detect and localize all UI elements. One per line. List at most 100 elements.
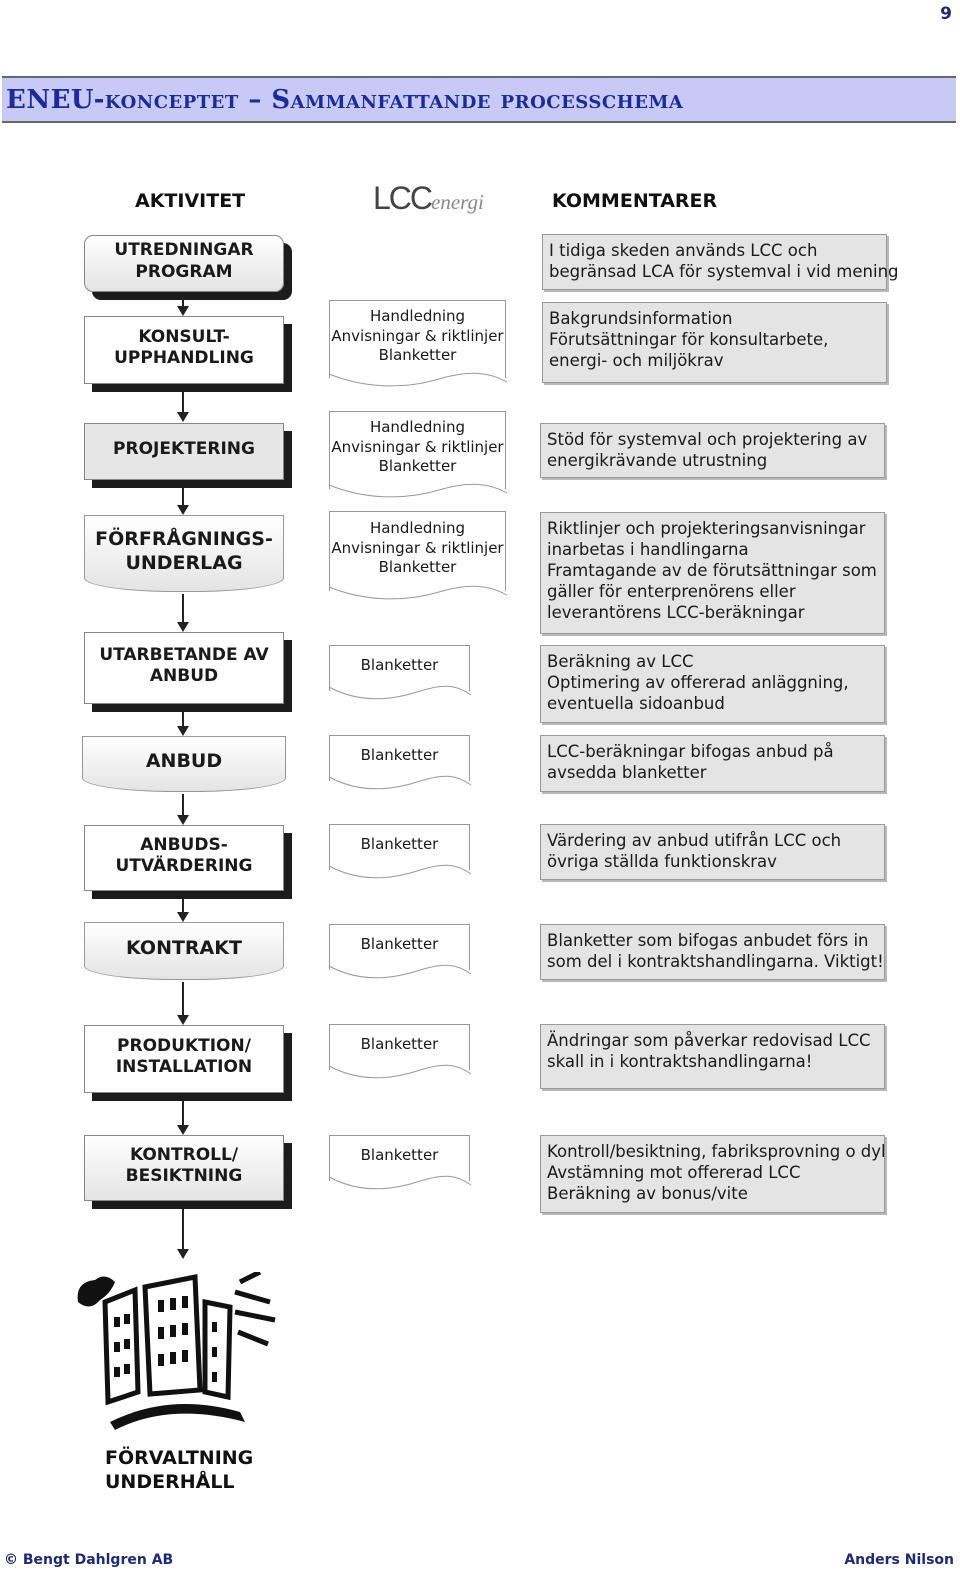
comment-line: I tidiga skeden används LCC och	[549, 241, 818, 260]
footer-copyright: © Bengt Dahlgren AB	[4, 1552, 174, 1568]
activity-label: PROJEKTERING	[113, 438, 255, 459]
activity-box-forfragningsunderlag: FÖRFRÅGNINGS- UNDERLAG	[84, 515, 284, 592]
comment-line: Optimering av offererad anläggning,	[547, 673, 849, 693]
comment-line: avsedda blanketter	[547, 763, 707, 783]
doc-wave	[328, 864, 472, 879]
comment-line: eventuella sidoanbud	[547, 694, 725, 714]
document-blanketter-6: Blanketter	[328, 1135, 472, 1190]
comment-box-produktion: Ändringar som påverkar redovisad LCC ska…	[540, 1024, 885, 1089]
activity-label: ANBUDS- UTVÄRDERING	[115, 834, 253, 876]
doc-line: Anvisningar & riktlinjer	[331, 326, 504, 345]
comment-box-utarbetande: Beräkning av LCC Optimering av offererad…	[540, 645, 885, 723]
doc-wave	[328, 964, 472, 979]
doc-line: Anvisningar & riktlinjer	[331, 538, 504, 557]
doc-wave	[328, 1064, 472, 1079]
doc-wave	[328, 483, 508, 498]
comment-box-kontrakt: Blanketter som bifogas anbudet förs in s…	[540, 924, 885, 980]
comment-line: Ändringar som påverkar redovisad LCC	[547, 1031, 871, 1050]
comment-line: inarbetas i handlingarna	[547, 540, 749, 560]
doc-line: Blanketter	[378, 346, 457, 365]
doc-line: Handledning	[369, 418, 466, 437]
comment-line: Beräkning av bonus/vite	[547, 1184, 748, 1204]
comment-line: Blanketter som bifogas anbudet förs in	[547, 931, 869, 950]
flow-arrow	[177, 899, 189, 922]
activity-label: KONSULT- UPPHANDLING	[114, 326, 254, 368]
final-step-line: FÖRVALTNING	[105, 1447, 254, 1469]
doc-line: Anvisningar & riktlinjer	[331, 437, 504, 456]
flow-arrow	[177, 392, 189, 422]
logo-energi-text: energi	[431, 190, 484, 214]
footer-author: Anders Nilson	[844, 1552, 954, 1568]
doc-line: Blanketter	[360, 745, 439, 764]
activity-box-konsultupphandling: KONSULT- UPPHANDLING	[84, 316, 284, 384]
flow-arrow	[177, 297, 189, 316]
doc-line: Blanketter	[378, 558, 457, 577]
comment-line: LCC-beräkningar bifogas anbud på	[547, 742, 834, 761]
page-title: ENEU-konceptet – Sammanfattande processc…	[6, 85, 684, 115]
activity-box-kontrakt: KONTRAKT	[84, 922, 284, 980]
comment-line: Stöd för systemval och projektering av	[547, 430, 868, 449]
doc-wave	[328, 775, 472, 790]
doc-line: Handledning	[369, 519, 466, 538]
doc-line: Blanketter	[360, 934, 439, 953]
flow-arrow	[177, 794, 189, 825]
activity-label: PRODUKTION/ INSTALLATION	[115, 1035, 253, 1077]
comment-box-utredningar: I tidiga skeden används LCC och begränsa…	[542, 234, 899, 290]
flow-arrow	[177, 1209, 189, 1259]
comments-column-header: KOMMENTARER	[552, 190, 718, 212]
doc-wave	[328, 372, 508, 387]
document-blanketter-3: Blanketter	[328, 824, 472, 879]
activity-box-projektering: PROJEKTERING	[84, 423, 284, 480]
document-blanketter-1: Blanketter	[328, 645, 472, 700]
activity-box-anbudsutvardering: ANBUDS- UTVÄRDERING	[84, 825, 284, 891]
activity-box-utredningar: UTREDNINGAR PROGRAM	[84, 235, 284, 292]
comment-line: begränsad LCA för systemval i vid mening	[549, 262, 899, 282]
comment-line: energikrävande utrustning	[547, 451, 768, 471]
comment-line: gäller för enterprenörens eller	[547, 582, 796, 602]
doc-wave	[328, 685, 472, 700]
doc-line: Blanketter	[360, 834, 439, 853]
comment-line: Förutsättningar för konsultarbete,	[549, 330, 829, 350]
comment-box-anbudsutvardering: Värdering av anbud utifrån LCC och övrig…	[540, 824, 885, 880]
comment-box-projektering: Stöd för systemval och projektering av e…	[540, 423, 885, 478]
activity-label: FÖRFRÅGNINGS- UNDERLAG	[95, 527, 273, 574]
activity-column-header: AKTIVITET	[135, 190, 246, 212]
document-blanketter-4: Blanketter	[328, 924, 472, 979]
page-number: 9	[940, 4, 952, 24]
buildings-clipart-icon	[77, 1272, 276, 1430]
comment-line: Avstämning mot offererad LCC	[547, 1163, 801, 1183]
flow-arrow	[177, 712, 189, 736]
doc-line: Blanketter	[360, 1145, 439, 1164]
comment-line: leverantörens LCC-beräkningar	[547, 603, 805, 623]
document-handledning-1: Handledning Anvisningar & riktlinjer Bla…	[328, 300, 508, 387]
document-blanketter-5: Blanketter	[328, 1024, 472, 1079]
logo-lcc-text: LCC	[373, 180, 433, 216]
doc-line: Blanketter	[378, 457, 457, 476]
doc-wave	[328, 1175, 472, 1190]
comment-box-konsultupphandling: Bakgrundsinformation Förutsättningar för…	[542, 302, 887, 383]
doc-line: Blanketter	[360, 1034, 439, 1053]
flow-arrow	[177, 982, 189, 1025]
comment-line: skall in i kontraktshandlingarna!	[547, 1052, 813, 1072]
comment-line: Bakgrundsinformation	[549, 309, 733, 328]
comment-line: som del i kontraktshandlingarna. Viktigt…	[547, 952, 884, 972]
activity-box-kontroll-besiktning: KONTROLL/ BESIKTNING	[84, 1135, 284, 1201]
flow-arrow	[177, 594, 189, 632]
activity-label: ANBUD	[145, 750, 223, 773]
activity-box-anbud: ANBUD	[82, 736, 286, 792]
doc-line: Handledning	[369, 307, 466, 326]
comment-box-kontroll: Kontroll/besiktning, fabriksprovning o d…	[540, 1135, 886, 1213]
final-step-line: UNDERHÅLL	[105, 1470, 235, 1493]
final-step-forvaltning: FÖRVALTNING UNDERHÅLL	[105, 1447, 253, 1495]
activity-label: KONTRAKT	[126, 937, 242, 960]
comment-line: Kontroll/besiktning, fabriksprovning o d…	[547, 1142, 886, 1161]
activity-label: UTREDNINGAR PROGRAM	[114, 240, 254, 282]
flow-arrow	[177, 488, 189, 515]
comment-box-forfragningsunderlag: Riktlinjer och projekteringsanvisningar …	[540, 512, 885, 634]
comment-line: Framtagande av de förutsättningar som	[547, 561, 877, 581]
comment-line: Riktlinjer och projekteringsanvisningar	[547, 519, 866, 538]
document-handledning-2: Handledning Anvisningar & riktlinjer Bla…	[328, 411, 508, 498]
comment-line: Värdering av anbud utifrån LCC och	[547, 831, 842, 850]
comment-line: övriga ställda funktionskrav	[547, 852, 777, 872]
doc-line: Blanketter	[360, 655, 439, 674]
